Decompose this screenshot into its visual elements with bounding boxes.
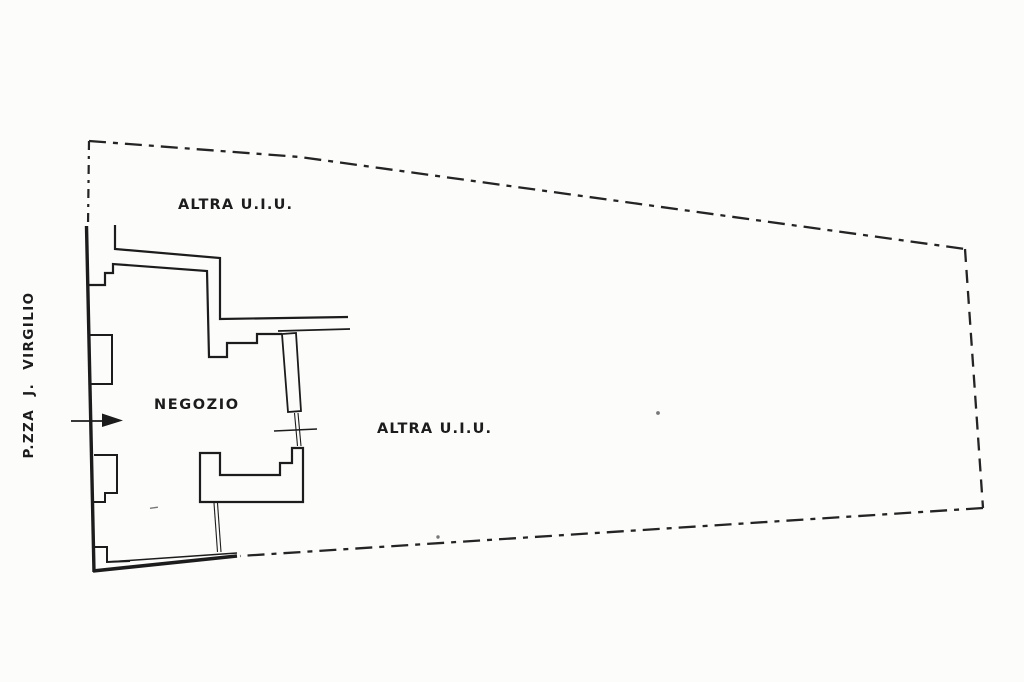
block-connector-line-a: [213, 502, 219, 553]
door-opening: [281, 332, 302, 413]
building-outline: [88, 225, 351, 564]
corridor-line: [277, 328, 351, 332]
lower-block-outline: [198, 446, 305, 504]
left-wall-line: [84, 225, 96, 573]
door-tick-mark: [273, 428, 318, 432]
wall-step-bottom: [93, 546, 131, 564]
wall-recess-upper: [89, 334, 113, 385]
street-name-label: P.ZZA J. VIRGILIO: [21, 291, 37, 459]
boundary-top-edge: [88, 139, 966, 251]
boundary-bottom-edge: [239, 506, 984, 558]
noise-speck: [656, 411, 660, 415]
altra-uiu-right-label: ALTRA U.I.U.: [377, 421, 493, 437]
bottom-wall-line: [92, 554, 238, 573]
noise-speck: [436, 535, 440, 539]
boundary-right-edge: [963, 248, 985, 509]
boundary-left-edge: [86, 140, 91, 227]
block-connector-line-b: [216, 502, 222, 553]
upper-wing-outline: [113, 225, 349, 321]
noise-speck: [149, 506, 159, 509]
negozio-label: NEGOZIO: [154, 397, 240, 413]
scan-noise: [149, 411, 660, 539]
parcel-boundary: [86, 139, 985, 558]
entrance-arrow-head: [102, 413, 123, 427]
negozio-room-outline: [88, 262, 282, 359]
altra-uiu-top-label: ALTRA U.I.U.: [178, 197, 294, 213]
entrance-arrow-icon: [71, 413, 123, 427]
wall-recess-lower: [94, 454, 118, 503]
